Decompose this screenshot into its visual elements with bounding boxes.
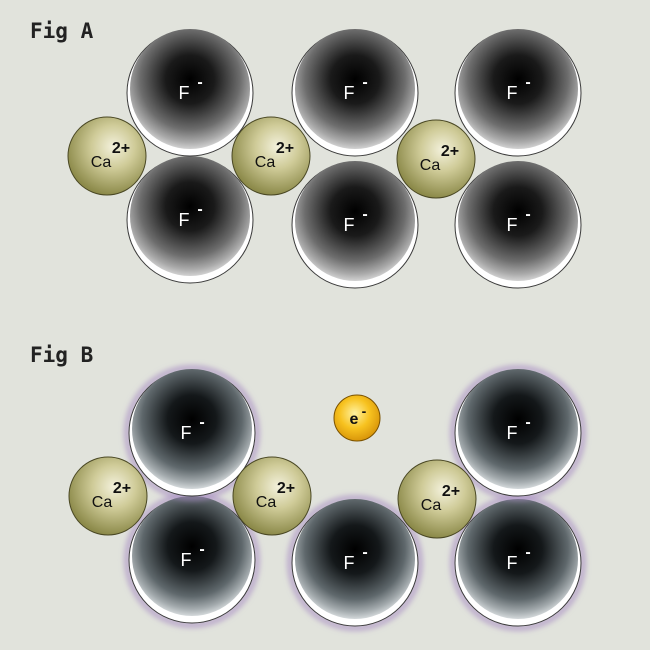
- fluoride-ion: F-: [124, 492, 260, 628]
- electron-body: [333, 394, 381, 442]
- fluoride-symbol: F: [179, 83, 190, 103]
- calcium-body: [68, 456, 148, 536]
- calcium-body: [396, 119, 476, 199]
- calcium-body: [232, 456, 312, 536]
- calcium-body: [397, 459, 477, 539]
- fluoride-symbol: F: [344, 83, 355, 103]
- calcium-symbol: Ca: [255, 154, 276, 171]
- fluoride-charge: -: [362, 74, 367, 91]
- fluoride-body: [132, 369, 252, 489]
- calcium-charge: 2+: [112, 140, 130, 157]
- fluoride-ion: F-: [450, 495, 586, 631]
- calcium-body: [231, 116, 311, 196]
- fluoride-charge: -: [197, 74, 202, 91]
- calcium-charge: 2+: [442, 483, 460, 500]
- fluoride-charge: -: [525, 544, 530, 561]
- fluoride-ion: F-: [291, 29, 419, 157]
- fluoride-symbol: F: [507, 83, 518, 103]
- fluoride-symbol: F: [344, 215, 355, 235]
- fluoride-body: [458, 161, 578, 281]
- calcium-charge: 2+: [113, 480, 131, 497]
- fluoride-symbol: F: [344, 553, 355, 573]
- fluoride-body: [458, 29, 578, 149]
- fluoride-body: [458, 499, 578, 619]
- ion-glow: [450, 365, 586, 501]
- calcium-symbol: Ca: [421, 497, 442, 514]
- calcium-body: [67, 116, 147, 196]
- fig-a-lattice: F-F-F-F-F-F-Ca2+Ca2+Ca2+: [67, 29, 582, 289]
- electron-symbol: e: [350, 411, 359, 428]
- fluoride-symbol: F: [507, 553, 518, 573]
- fluoride-symbol: F: [179, 210, 190, 230]
- calcium-symbol: Ca: [91, 154, 112, 171]
- fluoride-body: [132, 496, 252, 616]
- fluoride-body: [130, 156, 250, 276]
- fig-b-label: Fig B: [30, 343, 93, 367]
- calcium-ion: Ca2+: [396, 119, 476, 199]
- calcium-charge: 2+: [277, 480, 295, 497]
- ion-glow: [124, 365, 260, 501]
- fluoride-charge: -: [199, 541, 204, 558]
- fluoride-ion: F-: [126, 156, 254, 284]
- fluoride-ion: F-: [124, 365, 260, 501]
- fluoride-body: [458, 369, 578, 489]
- fig-a-label: Fig A: [30, 19, 94, 43]
- fluoride-body: [295, 29, 415, 149]
- calcium-ion: Ca2+: [67, 116, 147, 196]
- fluoride-symbol: F: [181, 550, 192, 570]
- fluoride-charge: -: [525, 74, 530, 91]
- calcium-ion: Ca2+: [231, 116, 311, 196]
- calcium-ion: Ca2+: [68, 456, 148, 536]
- fluoride-charge: -: [362, 544, 367, 561]
- calcium-symbol: Ca: [420, 157, 441, 174]
- fluoride-charge: -: [525, 414, 530, 431]
- calcium-symbol: Ca: [256, 494, 277, 511]
- fluoride-charge: -: [525, 206, 530, 223]
- fluoride-charge: -: [197, 201, 202, 218]
- calcium-charge: 2+: [441, 143, 459, 160]
- fluoride-body: [295, 161, 415, 281]
- calcium-charge: 2+: [276, 140, 294, 157]
- calcium-symbol: Ca: [92, 494, 113, 511]
- fluoride-symbol: F: [507, 423, 518, 443]
- calcium-ion: Ca2+: [232, 456, 312, 536]
- fluoride-ion: F-: [291, 161, 419, 289]
- fluoride-symbol: F: [507, 215, 518, 235]
- fluoride-ion: F-: [454, 161, 582, 289]
- fluoride-ion: F-: [126, 29, 254, 157]
- fluoride-ion: F-: [287, 495, 423, 631]
- fluoride-ion: F-: [454, 29, 582, 157]
- fluoride-symbol: F: [181, 423, 192, 443]
- fluoride-body: [130, 29, 250, 149]
- electron: e-: [333, 394, 381, 442]
- ion-glow: [287, 495, 423, 631]
- fluoride-charge: -: [199, 414, 204, 431]
- fluoride-ion: F-: [450, 365, 586, 501]
- fig-b-lattice: F-F-F-F-F-Ca2+Ca2+Ca2+e-: [68, 365, 586, 631]
- calcium-ion: Ca2+: [397, 459, 477, 539]
- fluoride-body: [295, 499, 415, 619]
- fluoride-charge: -: [362, 206, 367, 223]
- electron-charge: -: [362, 403, 367, 419]
